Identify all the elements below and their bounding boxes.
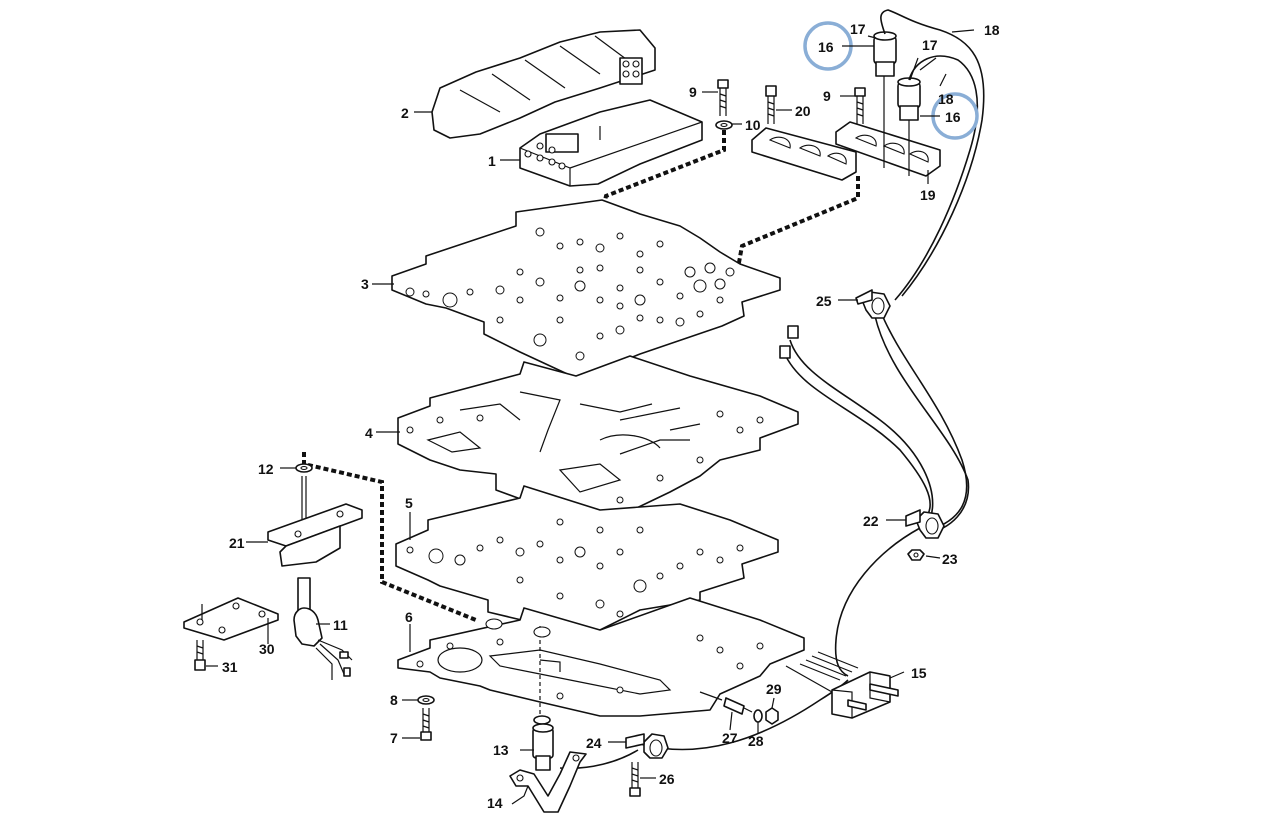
o-ring-left <box>485 618 503 630</box>
callout-17-top: 17 <box>850 21 866 37</box>
callout-17-mid: 17 <box>922 37 938 53</box>
callout-12: 12 <box>258 461 274 477</box>
callout-23: 23 <box>942 551 958 567</box>
callout-7: 7 <box>390 730 398 746</box>
bolt-7 <box>420 708 432 741</box>
callout-4: 4 <box>365 425 373 441</box>
plug-29 <box>765 707 779 725</box>
stud-line-12 <box>301 476 307 520</box>
gasket-19-left <box>751 127 857 181</box>
callout-2: 2 <box>401 105 409 121</box>
callout-19: 19 <box>920 187 936 203</box>
leader-lines <box>206 29 975 805</box>
callout-18-top: 18 <box>984 22 1000 38</box>
plate-4 <box>397 355 799 529</box>
callout-16-lower: 16 <box>945 109 961 125</box>
bolt-26 <box>629 762 641 797</box>
washer-8 <box>417 695 435 705</box>
sensor-11 <box>293 577 353 680</box>
gasket-19-right <box>835 121 941 177</box>
sensor-shaft-lines <box>883 76 910 176</box>
callout-20: 20 <box>795 103 811 119</box>
washer-12 <box>295 463 313 473</box>
callout-6: 6 <box>405 609 413 625</box>
sensor-16-upper <box>873 31 897 77</box>
callout-10: 10 <box>745 117 761 133</box>
alignment-line-right <box>736 176 860 269</box>
nut-23 <box>907 549 925 561</box>
clip-22 <box>905 509 945 539</box>
alignment-line-bracket <box>302 452 477 622</box>
plate-30 <box>183 597 279 641</box>
plug-hole-lines <box>699 691 723 701</box>
callout-16-upper: 16 <box>818 39 834 55</box>
plug-27 <box>723 697 753 715</box>
bracket-14 <box>509 751 587 813</box>
callout-9-right: 9 <box>823 88 831 104</box>
washer-10 <box>715 120 733 130</box>
callout-28: 28 <box>748 733 764 749</box>
callout-29: 29 <box>766 681 782 697</box>
bracket-21 <box>267 503 363 567</box>
clip-25 <box>855 289 891 319</box>
sensor-13 <box>532 715 554 771</box>
callout-18-mid: 18 <box>938 91 954 107</box>
callout-9-left: 9 <box>689 84 697 100</box>
connector-15 <box>785 651 899 719</box>
callout-1: 1 <box>488 153 496 169</box>
washer-28 <box>753 709 763 723</box>
callout-11: 11 <box>333 617 348 633</box>
bolt-9-left <box>717 79 729 116</box>
plate-3 <box>391 199 781 379</box>
callout-14: 14 <box>487 795 503 811</box>
callout-5: 5 <box>405 495 413 511</box>
callout-25: 25 <box>816 293 832 309</box>
callout-24: 24 <box>586 735 602 751</box>
clip-24 <box>625 733 669 759</box>
o-ring-center <box>533 626 551 638</box>
callout-22: 22 <box>863 513 879 529</box>
part-1-valve-block <box>519 99 703 187</box>
callout-31: 31 <box>222 659 238 675</box>
callout-26: 26 <box>659 771 675 787</box>
bolt-9-right <box>854 87 866 124</box>
callout-27: 27 <box>722 730 738 746</box>
callout-21: 21 <box>229 535 245 551</box>
callout-13: 13 <box>493 742 509 758</box>
callout-30: 30 <box>259 641 275 657</box>
callout-3: 3 <box>361 276 369 292</box>
part-2-cover <box>431 29 656 139</box>
sensor-16-lower <box>897 77 921 121</box>
callout-15: 15 <box>911 665 927 681</box>
bolt-20 <box>765 85 777 124</box>
callout-labels: 1 2 3 4 5 6 7 8 9 9 10 11 12 13 14 15 16… <box>222 21 1000 811</box>
callout-8: 8 <box>390 692 398 708</box>
screw-31 <box>194 640 206 671</box>
